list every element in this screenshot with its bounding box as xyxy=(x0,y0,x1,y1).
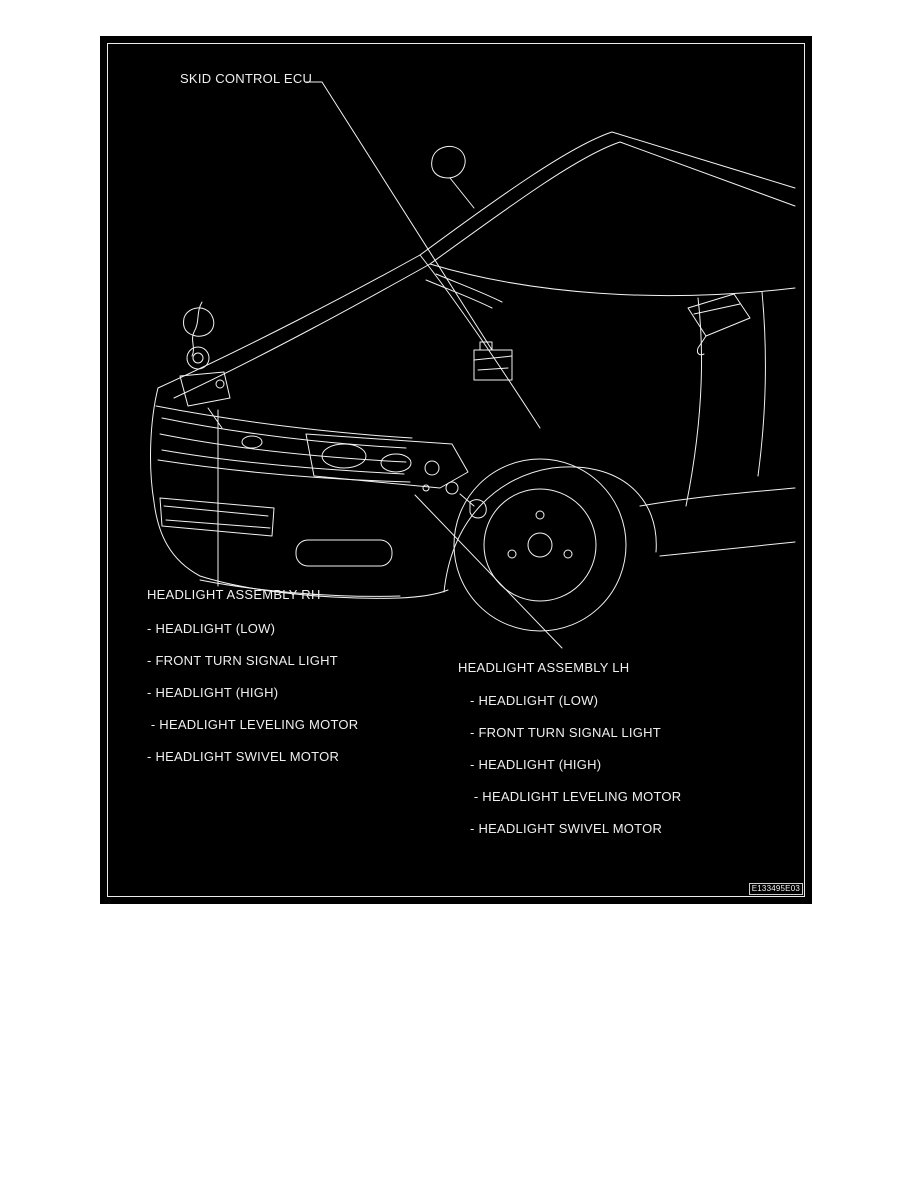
label-rh-item: - HEADLIGHT (HIGH) xyxy=(147,685,279,700)
component-location-diagram: SKID CONTROL ECU HEADLIGHT ASSEMBLY RH -… xyxy=(100,36,812,904)
front-wheel xyxy=(443,458,796,632)
label-lh-item: - HEADLIGHT LEVELING MOTOR xyxy=(470,789,682,804)
headlight-assembly-drawing xyxy=(305,433,487,519)
lh-leader-line xyxy=(414,494,563,649)
exploded-headlight-parts xyxy=(179,301,231,429)
exploded-part-top xyxy=(431,145,475,209)
side-mirror-drawing xyxy=(687,293,751,356)
label-rh-item: - HEADLIGHT SWIVEL MOTOR xyxy=(147,749,340,764)
label-rh-item: - HEADLIGHT LEVELING MOTOR xyxy=(147,717,359,732)
label-rh-item: - HEADLIGHT (LOW) xyxy=(147,621,276,636)
figure-code: E133495E03 xyxy=(748,883,803,895)
label-lh-item: - FRONT TURN SIGNAL LIGHT xyxy=(470,725,661,740)
hood-lines xyxy=(157,254,541,429)
label-rh-item: - FRONT TURN SIGNAL LIGHT xyxy=(147,653,338,668)
ecu-drawing xyxy=(473,341,513,381)
roof-and-windshield xyxy=(419,131,796,507)
label-lh-item: - HEADLIGHT SWIVEL MOTOR xyxy=(470,821,663,836)
label-skid-control-ecu: SKID CONTROL ECU xyxy=(180,71,313,86)
leader-lines xyxy=(217,81,563,649)
label-headlight-assembly-rh-title: HEADLIGHT ASSEMBLY RH xyxy=(147,587,321,602)
label-headlight-assembly-lh-title: HEADLIGHT ASSEMBLY LH xyxy=(458,660,630,675)
label-lh-item: - HEADLIGHT (HIGH) xyxy=(470,757,602,772)
front-bumper-grille xyxy=(150,387,449,599)
car-line-art xyxy=(150,81,796,649)
label-lh-item: - HEADLIGHT (LOW) xyxy=(470,693,599,708)
